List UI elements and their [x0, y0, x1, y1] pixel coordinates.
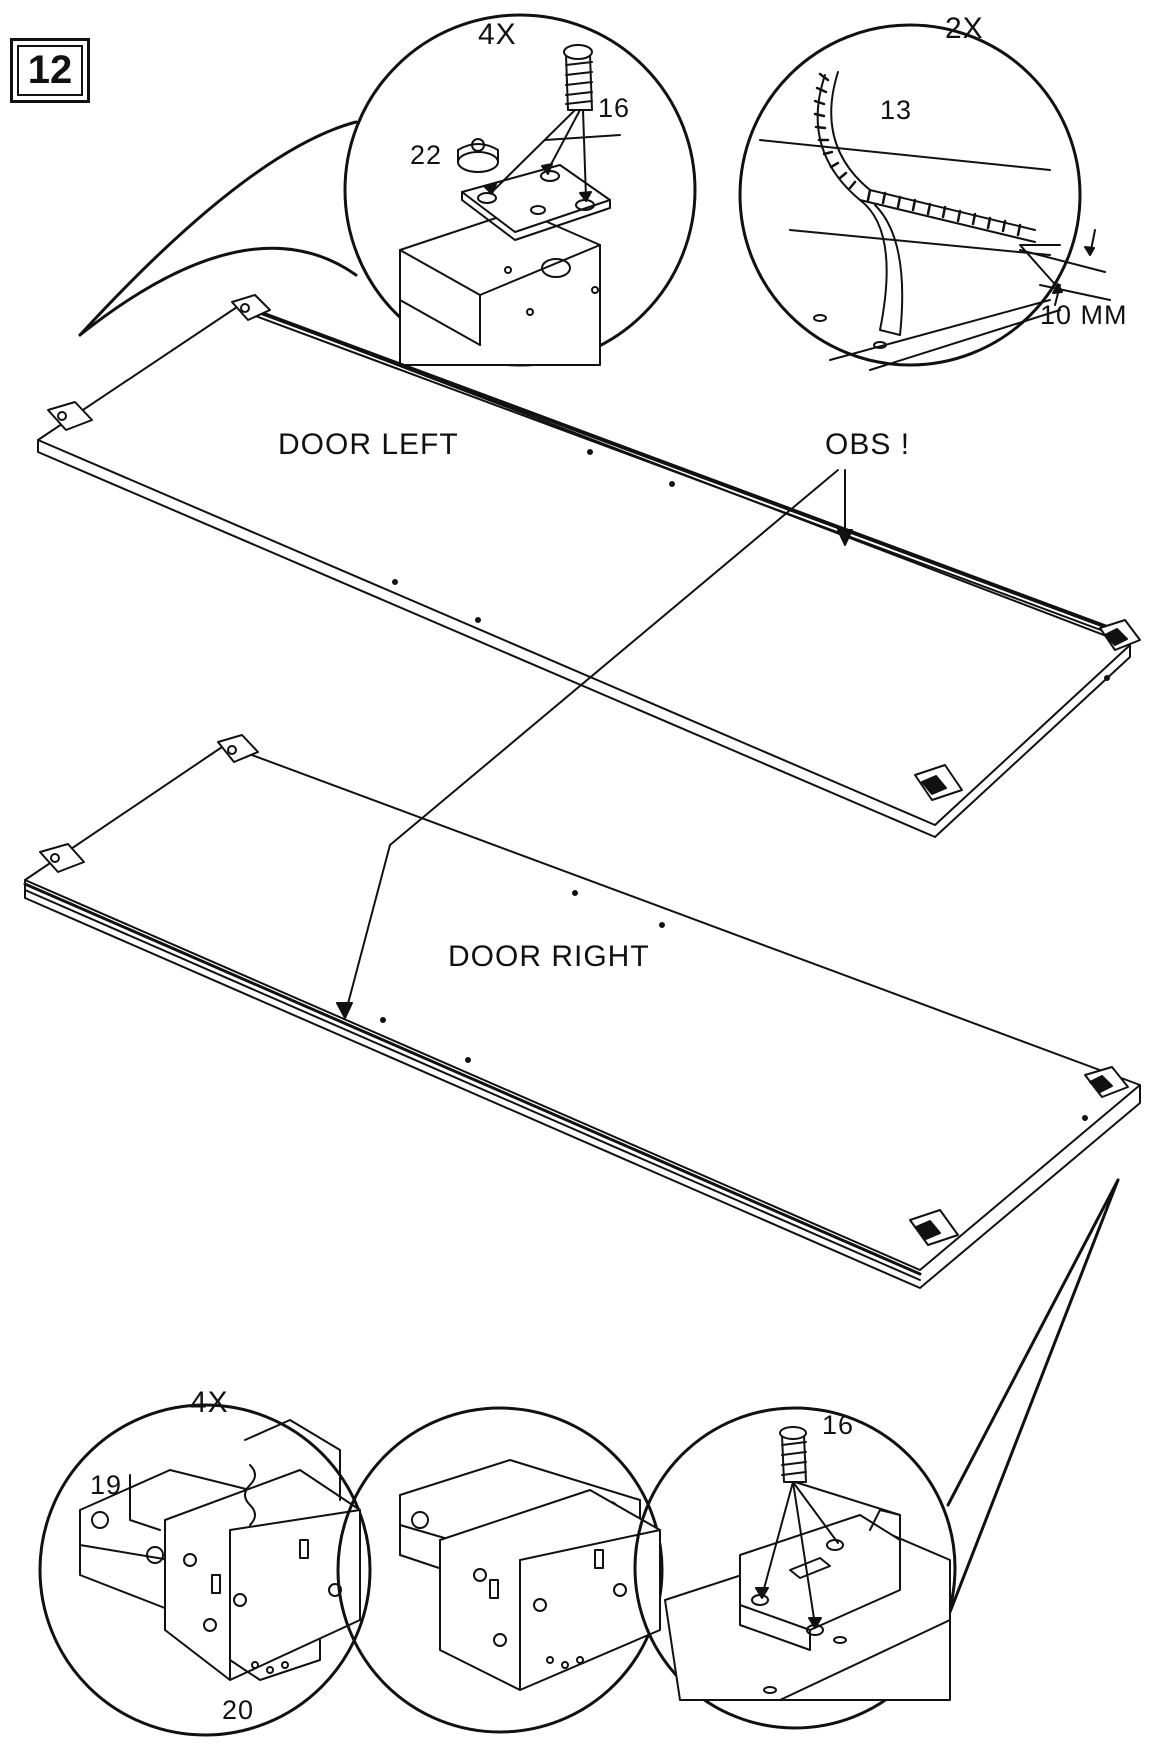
- detail-circle-brush-strip: [738, 23, 1111, 371]
- dimension-label: 10 MM: [1040, 300, 1128, 330]
- door-right-panel: [23, 734, 1141, 1289]
- part-number-22: 22: [410, 140, 443, 170]
- detail-circle-hinge-open: [38, 1403, 372, 1737]
- detail-circle-hinge-mount: [633, 1178, 1120, 1730]
- step-number: 12: [10, 38, 90, 103]
- qty-label-hinge: 4X: [190, 1386, 229, 1419]
- detail-circle-hinge-closed: [336, 1406, 664, 1734]
- part-number-16: 16: [598, 93, 631, 123]
- part-number-16-bottom: 16: [822, 1410, 855, 1440]
- part-number-19: 19: [90, 1470, 123, 1500]
- obs-pointer-lines: [336, 469, 853, 1019]
- part-number-20: 20: [222, 1695, 255, 1725]
- detail-circle-hinge-plate: [78, 13, 697, 367]
- door-right-label: DOOR RIGHT: [448, 940, 650, 973]
- obs-label: OBS !: [825, 428, 911, 461]
- part-number-13: 13: [880, 95, 913, 125]
- door-left-label: DOOR LEFT: [278, 428, 459, 461]
- qty-label-hinge-plate: 4X: [478, 18, 517, 51]
- qty-label-brush-strip: 2X: [945, 12, 984, 45]
- door-left-panel: [37, 294, 1141, 838]
